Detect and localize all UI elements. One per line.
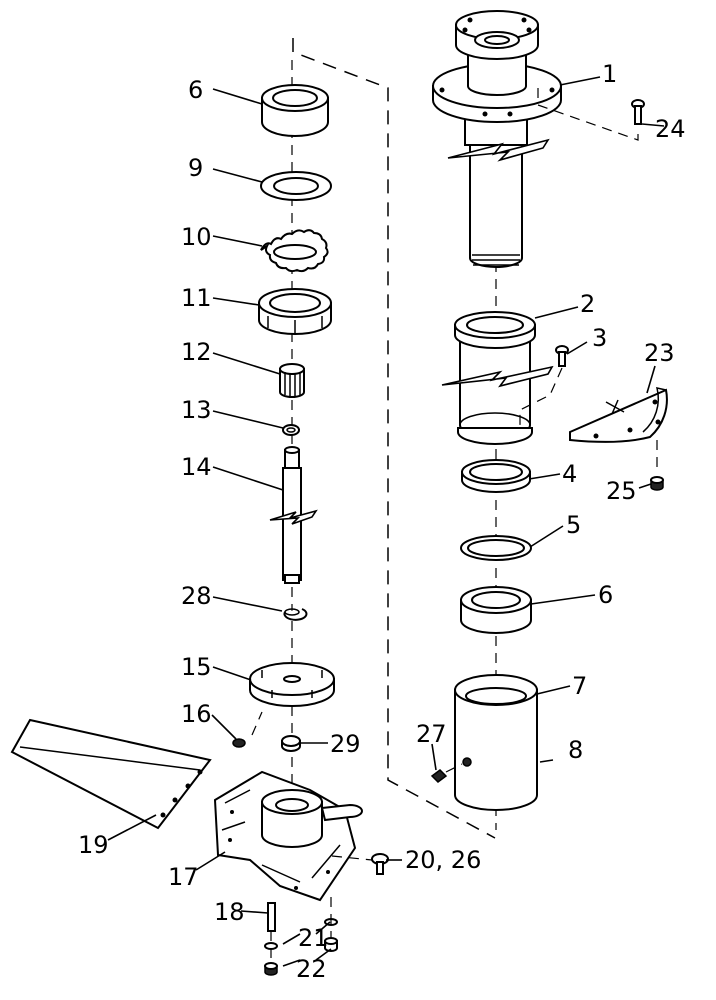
label-9: 9	[188, 154, 203, 182]
label-29: 29	[330, 730, 361, 758]
label-6-upper: 6	[188, 76, 203, 104]
label-6-lower: 6	[598, 581, 613, 609]
part-19-blade	[10, 718, 212, 830]
part-12-spline-bushing	[279, 363, 305, 398]
part-20-26-bolt	[331, 853, 389, 875]
label-13: 13	[181, 396, 212, 424]
part-11-slotted-nut	[258, 288, 332, 335]
part-29-spacer	[281, 735, 301, 752]
part-22-nut-right	[324, 937, 338, 952]
leader-lines	[107, 76, 665, 967]
part-18-stud	[267, 902, 276, 963]
part-4-ring	[461, 459, 531, 493]
label-15: 15	[181, 653, 212, 681]
label-17: 17	[168, 863, 199, 891]
part-16-bolt	[232, 711, 263, 748]
part-25-nut	[650, 440, 664, 491]
part-10-lock-washer	[260, 229, 329, 273]
label-3: 3	[592, 324, 607, 352]
part-23-guard-plate	[569, 387, 668, 443]
label-11: 11	[181, 284, 212, 312]
label-2: 2	[580, 290, 595, 318]
label-10: 10	[181, 223, 212, 251]
label-16: 16	[181, 700, 212, 728]
part-24-bolt	[537, 88, 645, 141]
part-8-marker	[539, 759, 554, 763]
part-27-set-screw	[430, 763, 463, 783]
part-2-sleeve	[441, 311, 554, 445]
label-23: 23	[644, 339, 675, 367]
label-4: 4	[562, 460, 577, 488]
label-20-26: 20, 26	[405, 846, 481, 874]
label-25: 25	[606, 477, 637, 505]
part-13-ring	[282, 424, 300, 436]
label-8: 8	[568, 736, 583, 764]
part-17-blade-holder	[213, 770, 363, 902]
label-24: 24	[655, 115, 686, 143]
part-3-bolt	[519, 345, 569, 425]
label-14: 14	[181, 453, 212, 481]
label-12: 12	[181, 338, 212, 366]
part-6-bearing-lower	[460, 586, 532, 634]
label-18: 18	[214, 898, 245, 926]
label-28: 28	[181, 582, 212, 610]
label-22: 22	[296, 955, 327, 983]
part-7-cup	[454, 674, 538, 811]
part-21-washer-left	[264, 942, 278, 950]
part-9-washer	[260, 171, 332, 201]
part-22-nut-left	[264, 962, 278, 976]
part-labels: 6 9 10 11 12 13 14 28 15 16 29 19 17 18 …	[78, 60, 686, 983]
part-1-housing	[432, 10, 562, 268]
label-27: 27	[416, 720, 447, 748]
part-14-shaft	[269, 446, 318, 584]
label-7: 7	[572, 672, 587, 700]
label-5: 5	[566, 511, 581, 539]
part-15-hub-flange	[249, 662, 335, 707]
part-5-shim	[460, 535, 532, 561]
label-19: 19	[78, 831, 109, 859]
assembly-boundary-line	[292, 38, 496, 839]
part-6-bearing-upper	[261, 84, 329, 137]
label-21: 21	[298, 924, 329, 952]
label-1: 1	[602, 60, 617, 88]
part-28-circlip	[283, 608, 308, 621]
